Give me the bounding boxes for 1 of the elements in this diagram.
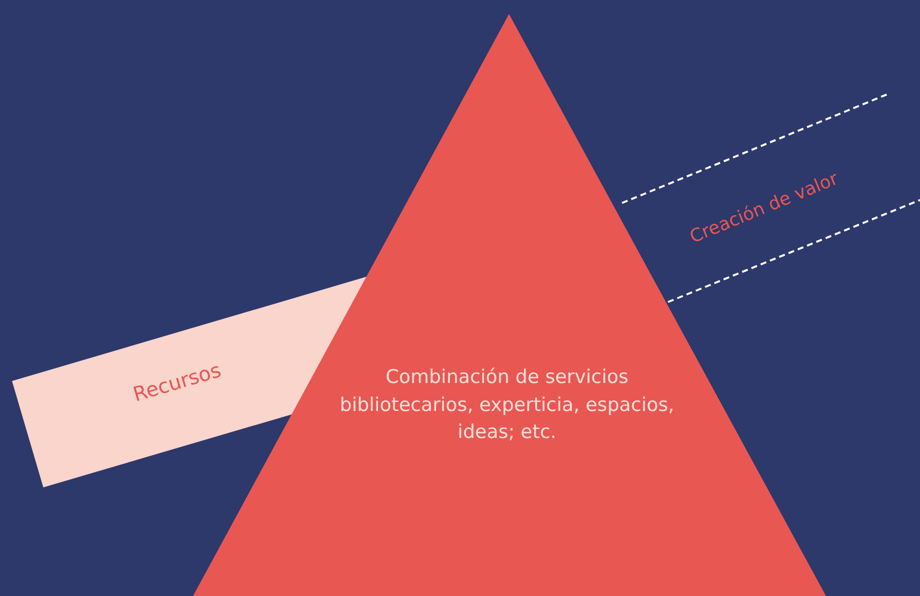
prism-text: Combinación de servicios bibliotecarios, experticia, espacios, ideas; etc. (338, 365, 676, 446)
